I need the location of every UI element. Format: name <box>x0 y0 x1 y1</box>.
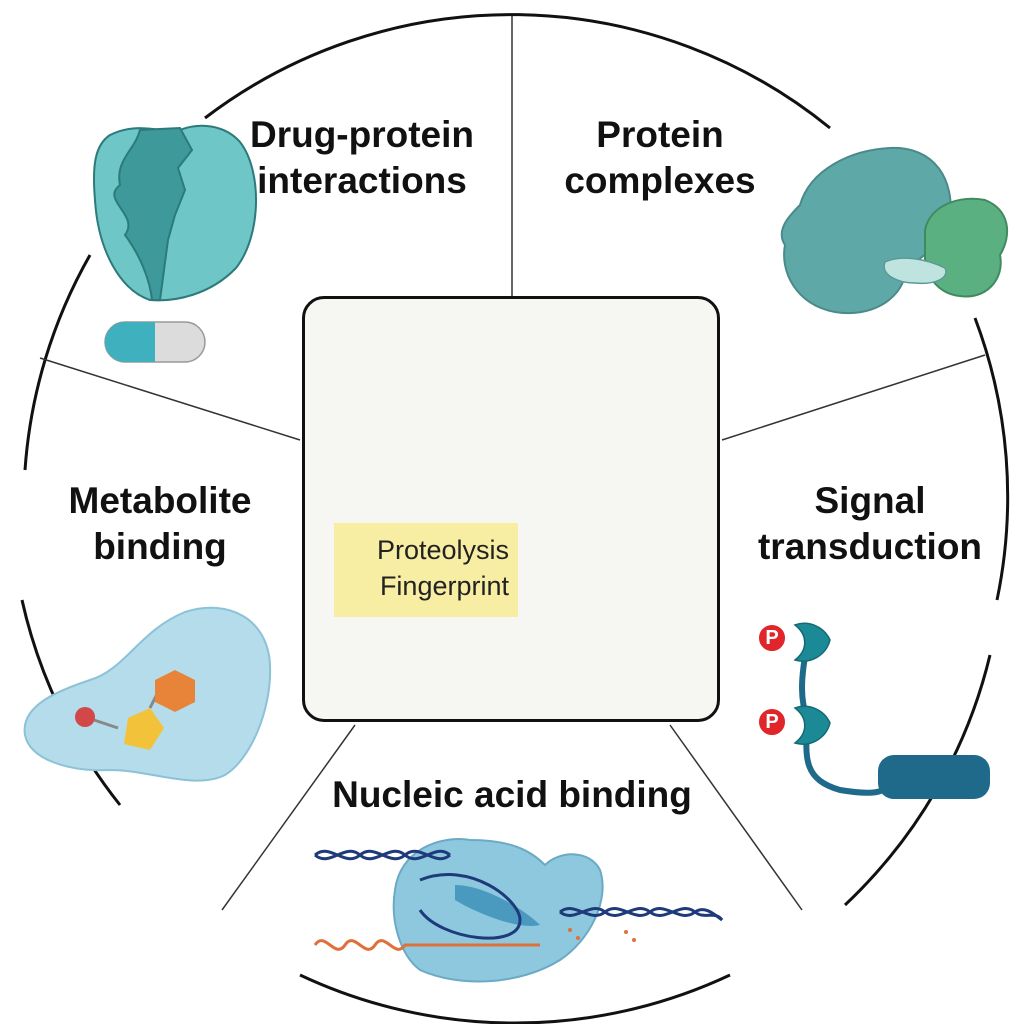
label-nucleic-acid: Nucleic acid binding <box>332 774 692 815</box>
divider-bottom-left <box>221 724 356 911</box>
receptor-domain-1 <box>793 622 831 662</box>
label-metabolite-line1: Metabolite <box>68 480 252 521</box>
fingerprint-label-box <box>334 523 518 617</box>
metabolite-binding-illustration <box>23 606 272 782</box>
fingerprint-label-line1: Proteolysis <box>376 535 509 565</box>
label-protein-complexes-line2: complexes <box>564 160 756 201</box>
ring-arc-right-upper <box>973 317 1010 601</box>
dna-bubble <box>418 873 522 940</box>
label-protein-complexes-line1: Protein <box>596 114 724 155</box>
metabolite-protein-blob <box>23 606 272 782</box>
rna-transcript <box>313 939 540 951</box>
phospho-label-2: P <box>765 711 779 733</box>
nucleic-acid-illustration <box>313 838 724 983</box>
receptor-chain <box>799 639 885 796</box>
dna-strand-right-b <box>559 907 724 922</box>
protein-complex-illustration <box>780 146 1008 315</box>
divider-left <box>39 357 301 441</box>
protein-complex-subunit-b <box>924 197 1008 298</box>
phospho-badge-1 <box>757 623 787 653</box>
label-signal-line1: Signal <box>814 480 926 521</box>
drug-protein-illustration <box>92 124 257 363</box>
segment-dividers <box>39 16 986 911</box>
fingerprint-label-line2: Fingerprint <box>379 571 509 601</box>
receptor-kinase-domain <box>878 755 990 799</box>
label-drug-protein-line1: Drug-protein <box>249 114 475 155</box>
divider-bottom-right <box>669 724 803 911</box>
ring-arc-left-upper <box>23 254 92 471</box>
metabolite-hexagon <box>155 670 195 712</box>
label-metabolite-line2: binding <box>93 526 227 567</box>
metabolite-pentagon <box>124 708 164 750</box>
nucleotide-dots <box>568 928 636 942</box>
label-drug-protein-line2: interactions <box>257 160 467 201</box>
dna-strand-left-b <box>314 849 451 861</box>
proteolysis-fingerprint-panel <box>302 296 720 722</box>
protein-complex-subunit-c <box>883 257 947 285</box>
drug-capsule-half <box>105 322 155 362</box>
ring-arc-top <box>204 13 831 130</box>
label-signal-line2: transduction <box>757 526 983 567</box>
receptor-domain-2 <box>793 705 831 745</box>
binding-pocket <box>113 126 194 301</box>
metabolite-atom <box>75 707 95 727</box>
signal-transduction-illustration <box>757 622 990 799</box>
phospho-badge-2 <box>757 707 787 737</box>
ring-arc-bottom <box>299 973 731 1024</box>
divider-right <box>721 354 986 441</box>
phospho-label-1: P <box>765 627 779 649</box>
